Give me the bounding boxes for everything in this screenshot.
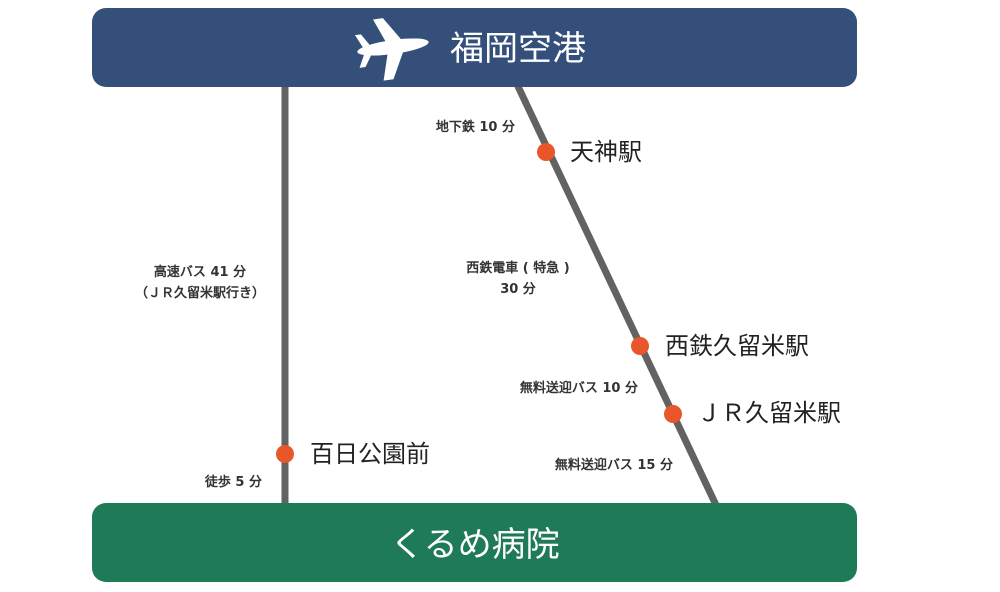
station-label-nishitetsu-kurume: 西鉄久留米駅 xyxy=(665,332,809,360)
station-dot-nishitetsu-kurume xyxy=(631,337,649,355)
station-dot-jr-kurume xyxy=(664,405,682,423)
station-dot-momochi xyxy=(276,445,294,463)
route-label-walk: 徒歩 5 分 xyxy=(204,474,262,490)
station-dot-tenjin xyxy=(537,143,555,161)
route-label-nishitetsu-1: 西鉄電車 ( 特急 ) xyxy=(466,260,569,276)
station-label-tenjin: 天神駅 xyxy=(570,138,642,166)
station-label-jr-kurume: ＪＲ久留米駅 xyxy=(697,399,841,427)
route-label-highway-bus-1: 高速バス 41 分 xyxy=(154,264,246,280)
station-label-momochi: 百日公園前 xyxy=(310,440,430,468)
destination-bar-bg xyxy=(92,503,857,582)
route-label-shuttle-jr: 無料送迎バス 15 分 xyxy=(555,457,673,473)
route-label-nishitetsu-2: 30 分 xyxy=(500,281,536,297)
airplane-icon xyxy=(354,18,429,81)
origin-bar-bg xyxy=(92,8,857,87)
route-label-highway-bus-2: （ＪＲ久留米駅行き） xyxy=(135,285,265,301)
route-label-subway: 地下鉄 10 分 xyxy=(436,119,515,135)
destination-name: くるめ病院 xyxy=(390,525,559,565)
origin-name: 福岡空港 xyxy=(450,29,586,69)
route-label-shuttle-nishitetsu: 無料送迎バス 10 分 xyxy=(520,380,638,396)
destination-bar: くるめ病院 xyxy=(92,503,857,582)
origin-bar: 福岡空港 xyxy=(92,8,857,87)
